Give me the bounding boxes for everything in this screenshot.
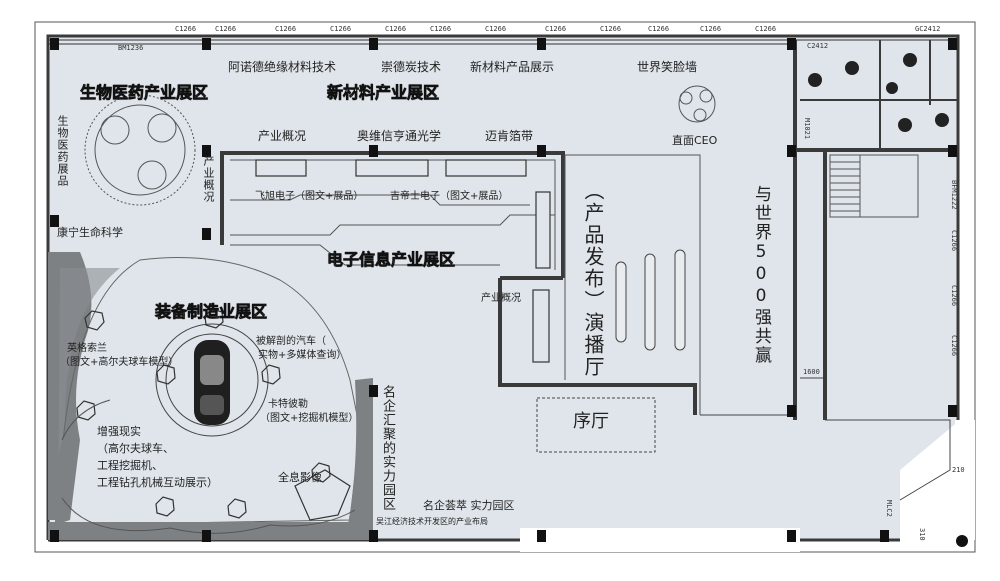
label-overview-mid: 产业概况 <box>481 293 521 304</box>
label-cat2: （图文+挖掘机模型） <box>260 413 359 424</box>
stairs <box>829 154 919 218</box>
dim-c1266: C1266 <box>648 25 670 33</box>
label-chongde: 崇德炭技术 <box>381 60 442 74</box>
label-feixu: 飞旭电子（图文+展品） <box>255 191 364 202</box>
dim-c1266: C1266 <box>755 25 777 33</box>
bio-circle <box>84 94 196 206</box>
dim-c1266: C1266 <box>700 25 722 33</box>
hex-stands <box>76 308 351 521</box>
label-overview-left: 产业概况 <box>202 155 215 203</box>
label-cat1: 卡特彼勒 <box>268 399 308 410</box>
dim-bm1236: BM1236 <box>118 44 144 52</box>
label-ar2: （高尔夫球车、 <box>97 442 174 455</box>
elec-partition <box>220 151 697 415</box>
zone-elec: 电子信息产业展区 <box>327 250 456 269</box>
label-arnold: 阿诺德绝缘材料技术 <box>228 60 337 74</box>
label-smile-wall: 世界笑脸墙 <box>637 60 698 74</box>
label-world-500: 与世界500强共赢 <box>751 185 771 365</box>
zone-equip: 装备制造业展区 <box>155 302 268 321</box>
label-ar3: 工程挖掘机、 <box>97 459 163 472</box>
dim-310: 310 <box>918 528 926 541</box>
dim-c1266: C1266 <box>485 25 507 33</box>
label-maiken: 迈肯箔带 <box>485 129 534 143</box>
label-mingqi: 名企荟萃 实力园区 <box>423 499 515 512</box>
label-bio-exhibit: 生物医药展品 <box>56 115 69 187</box>
label-ar4: 工程钻孔机械互动展示） <box>97 476 218 489</box>
dim-210: 210 <box>952 466 965 474</box>
pillars <box>50 38 957 542</box>
dim-c1266-right: C1266 <box>950 335 958 357</box>
label-lobby: 序厅 <box>573 411 609 432</box>
label-holo: 全息影像 <box>278 471 322 484</box>
label-car2: 实物+多媒体查询） <box>258 350 347 361</box>
dim-1600: 1600 <box>803 368 820 376</box>
display-cases <box>255 159 551 363</box>
dim-c1266: C1266 <box>385 25 407 33</box>
entrance-corner <box>900 420 960 540</box>
dim-c1266: C1266 <box>215 25 237 33</box>
label-yingge: 英格索兰 <box>67 343 107 354</box>
label-overview-top: 产业概况 <box>258 129 307 143</box>
label-ceo: 直面CEO <box>672 134 718 147</box>
lobby-box <box>536 397 656 453</box>
zone-newmat: 新材料产业展区 <box>327 83 440 102</box>
restroom-fixtures <box>808 53 949 132</box>
dim-c1266: C1266 <box>330 25 352 33</box>
label-kangning: 康宁生命科学 <box>57 226 123 239</box>
theater-seats <box>615 249 686 351</box>
bottom-notch <box>520 528 800 552</box>
window-marks <box>48 39 958 45</box>
label-ar1: 增强现实 <box>97 425 141 438</box>
floor-area <box>48 36 958 540</box>
label-wujiang: 吴江经济技术开发区的产业布局 <box>376 517 488 526</box>
label-yingge2: （图文+高尔夫球车模型） <box>60 357 179 368</box>
dim-c2412: C2412 <box>807 42 829 50</box>
label-aowei: 奥维信亨通光学 <box>357 129 442 143</box>
zone-bio: 生物医药产业展区 <box>80 83 209 102</box>
label-newmat-show: 新材料产品展示 <box>470 60 555 74</box>
label-car1: 被解剖的汽车（ <box>256 336 326 347</box>
dim-c1266: C1266 <box>430 25 452 33</box>
ceo-circle <box>678 85 716 123</box>
dim-c1266: C1266 <box>275 25 297 33</box>
dim-c1266-right: C1266 <box>950 285 958 307</box>
car-display <box>155 323 269 437</box>
dim-c1266: C1266 <box>545 25 567 33</box>
dim-c1266-right: C1266 <box>950 230 958 252</box>
dim-c1266: C1266 <box>600 25 622 33</box>
dim-m1021: M1021 <box>803 118 811 140</box>
restrooms <box>800 40 958 150</box>
dim-bfm1222: BFM1222 <box>950 180 958 210</box>
dim-mlc2: MLC2 <box>885 500 893 517</box>
outer-border <box>34 21 976 553</box>
right-walls <box>793 40 958 420</box>
label-jidishi: 吉帝士电子（图文+展品） <box>390 191 509 202</box>
label-famous: 名企汇聚的实力园区 <box>380 385 395 511</box>
dim-gc2412: GC2412 <box>915 25 941 33</box>
dim-c1266: C1266 <box>175 25 197 33</box>
label-launch-theater: （产品发布）演播厅 <box>581 180 605 378</box>
